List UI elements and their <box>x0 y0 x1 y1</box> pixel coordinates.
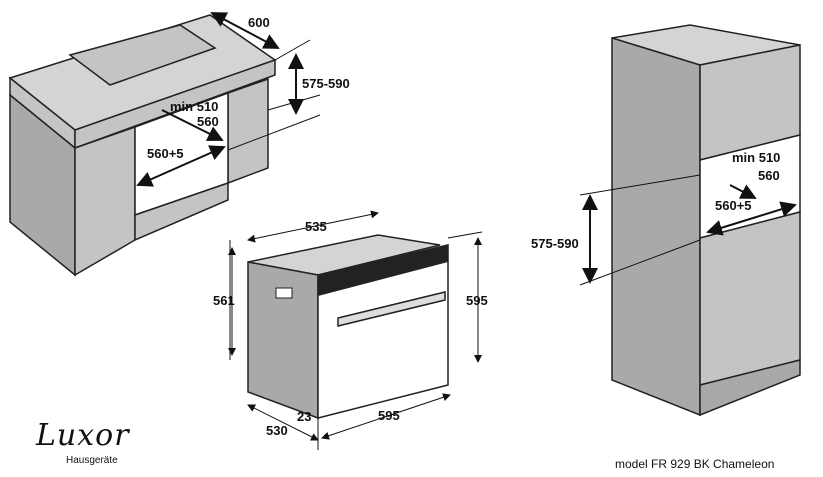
dimension-23: 23 <box>297 409 311 424</box>
column-dimension-575-590: 575-590 <box>531 236 579 251</box>
brand-logo: Luxor <box>36 418 130 453</box>
dimension-595-height: 595 <box>466 293 488 308</box>
dimension-595-width: 595 <box>378 408 400 423</box>
model-label: model FR 929 BK Chameleon <box>615 457 775 471</box>
column-dimension-min-510: min 510 <box>732 150 780 165</box>
dimension-561: 561 <box>213 293 235 308</box>
dimension-min-510: min 510 <box>170 99 218 114</box>
column-dimension-560-plus-5: 560+5 <box>715 198 752 213</box>
dimension-560: 560 <box>197 114 219 129</box>
dimension-530: 530 <box>266 423 288 438</box>
dimension-535: 535 <box>305 219 327 234</box>
column-cabinet-drawing: min 510 560 560+5 575-590 <box>531 24 801 417</box>
oven-drawing: 535 561 595 530 23 595 <box>213 210 488 450</box>
column-dimension-560: 560 <box>758 168 780 183</box>
dimension-height-575-590: 575-590 <box>302 76 350 91</box>
brand-subtitle: Hausgeräte <box>66 455 118 466</box>
countertop-cabinet-drawing: 600 575-590 min 510 560 560+5 <box>8 12 350 277</box>
dimension-560-plus-5: 560+5 <box>147 146 184 161</box>
dimension-depth-600: 600 <box>248 15 270 30</box>
